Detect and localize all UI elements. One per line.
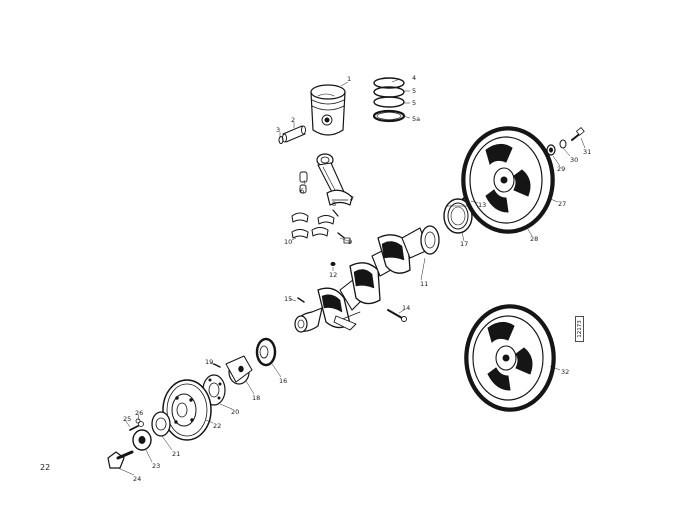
rear-oil-seal (443, 198, 473, 234)
flywheel (461, 126, 555, 234)
callout-30: 30 (570, 156, 578, 164)
callout-19: 19 (205, 358, 213, 366)
callout-5: 5 (412, 87, 416, 95)
front-hub (213, 355, 253, 385)
crankshaft-gear (255, 337, 277, 367)
reference-stamp-text: 12173 (577, 320, 583, 338)
callout-13: 13 (478, 201, 486, 209)
callout-17: 17 (460, 240, 468, 248)
callout-5-second: 5 (412, 99, 416, 107)
callout-5a: 5a (412, 115, 420, 123)
callout-23: 23 (152, 462, 160, 470)
callout-25: 25 (123, 415, 131, 423)
callouts: 1 2 3 4 5 5 5a 6 7 8 9 10 11 12 13 14 15… (123, 74, 591, 483)
piston-rings (372, 77, 406, 123)
flywheel-alternate (464, 304, 556, 412)
callout-12: 12 (329, 271, 337, 279)
callout-15: 15 (284, 295, 292, 303)
flywheel-fasteners (546, 127, 585, 156)
callout-18: 18 (252, 394, 260, 402)
callout-26: 26 (135, 409, 143, 417)
piston (310, 84, 346, 136)
reference-stamp: 12173 (575, 316, 584, 342)
connecting-rod (299, 153, 353, 206)
callout-32: 32 (561, 368, 569, 376)
callout-22: 22 (213, 422, 221, 430)
callout-7: 7 (350, 195, 354, 203)
callout-6: 6 (300, 187, 304, 195)
callout-21: 21 (172, 450, 180, 458)
callout-29: 29 (557, 165, 565, 173)
page-number: 22 (40, 463, 51, 472)
callout-3: 3 (276, 126, 280, 134)
callout-2: 2 (291, 116, 295, 124)
callout-9: 9 (348, 238, 352, 246)
callout-27: 27 (558, 200, 566, 208)
piston-pin (278, 125, 306, 144)
callout-14: 14 (402, 304, 410, 312)
damper-washer (132, 429, 152, 451)
vibration-damper (162, 379, 212, 441)
pulley-bolt (107, 450, 134, 469)
callout-31: 31 (583, 148, 591, 156)
leader-lines (117, 78, 586, 476)
callout-28: 28 (530, 235, 538, 243)
callout-16: 16 (279, 377, 287, 385)
damper-small-bolts (129, 418, 144, 431)
callout-8: 8 (332, 200, 336, 208)
callout-11: 11 (420, 280, 428, 288)
crankshaft (294, 225, 440, 333)
callout-24: 24 (133, 475, 141, 483)
callout-10: 10 (284, 238, 292, 246)
rod-bearings (291, 209, 351, 244)
callout-1: 1 (347, 75, 351, 83)
callout-20: 20 (231, 408, 239, 416)
callout-4: 4 (412, 74, 416, 82)
pulley-washer (151, 411, 171, 437)
